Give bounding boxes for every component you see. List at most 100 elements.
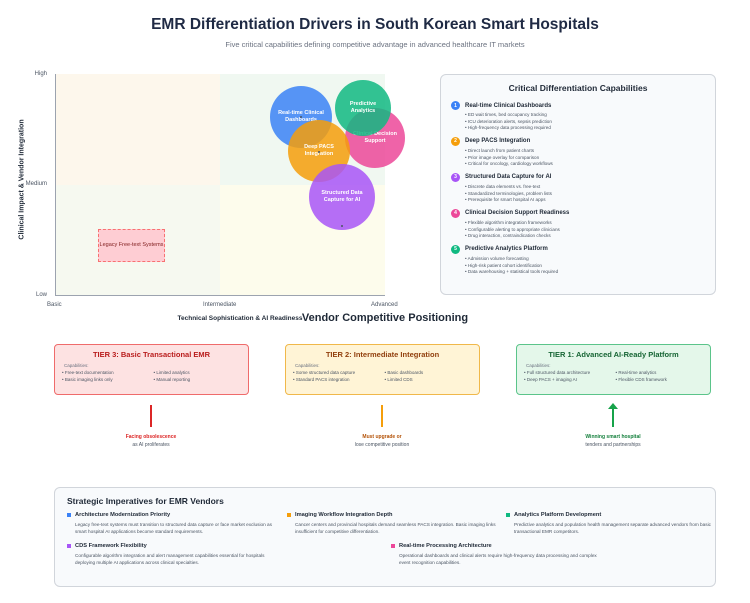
- capability-title: Deep PACS Integration: [465, 138, 531, 145]
- tier-capability: Manual reporting: [154, 377, 242, 384]
- bubble-structured-data-capture: Structured Data Capture for AI: [309, 164, 375, 230]
- capability-bullets: Discrete data elements vs. free-textStan…: [451, 184, 705, 204]
- capability-bullets: Flexible algorithm integration framework…: [451, 220, 705, 240]
- capability-title: Clinical Decision Support Readiness: [465, 210, 570, 217]
- point-marker: [318, 151, 320, 153]
- imperative-header: Architecture Modernization Priority: [67, 512, 282, 518]
- square-bullet-icon: [506, 513, 510, 517]
- up-arrow-icon: [608, 403, 618, 409]
- imperative-text: Operational dashboards and clinical aler…: [399, 553, 597, 566]
- tier-capability: Real-time analytics: [616, 370, 704, 377]
- tier-3-decline-line: [150, 405, 152, 427]
- imperative-header: Analytics Platform Development: [506, 512, 721, 518]
- square-bullet-icon: [67, 513, 71, 517]
- imperative-header: Real-time Processing Architecture: [391, 543, 606, 549]
- outcome-text: lose competitive position: [354, 441, 410, 448]
- imperative-header: CDS Framework Flexibility: [67, 543, 282, 549]
- square-bullet-icon: [67, 544, 71, 548]
- x-tick-basic: Basic: [47, 302, 62, 308]
- tier-capability: Standard PACS integration: [293, 377, 381, 384]
- legacy-systems-box: Legacy Free-text Systems: [98, 229, 165, 262]
- x-tick-advanced: Advanced: [371, 302, 398, 308]
- capability-number-badge: 4: [451, 208, 460, 218]
- point-marker: [341, 225, 343, 227]
- capability-bullet: Critical for oncology, cardiology workfl…: [465, 161, 705, 168]
- x-axis-label: Technical Sophistication & AI Readiness: [177, 315, 303, 322]
- capability-bullet: Prior image overlay for comparison: [465, 155, 705, 162]
- capability-number-badge: 5: [451, 244, 460, 254]
- capability-bullet: Discrete data elements vs. free-text: [465, 184, 705, 191]
- bubble-predictive-analytics: Predictive Analytics: [335, 80, 391, 136]
- outcome-text: as AI proliferates: [132, 441, 170, 448]
- capability-bullet: Flexible algorithm integration framework…: [465, 220, 705, 227]
- capabilities-title: Critical Differentiation Capabilities: [508, 83, 648, 93]
- tier-capability: Some structured data capture: [293, 370, 381, 377]
- tier-capabilities-label: Capabilities:: [526, 363, 551, 368]
- imperative-header: Imaging Workflow Integration Depth: [287, 512, 502, 518]
- tier-capability: Basic imaging links only: [62, 377, 150, 384]
- capability-bullet: ICU deterioration alerts, sepsis predict…: [465, 119, 705, 126]
- tier-2-card: TIER 2: Intermediate Integration Capabil…: [285, 344, 480, 395]
- capability-title: Predictive Analytics Platform: [465, 246, 548, 253]
- tier-title: TIER 1: Advanced AI-Ready Platform: [548, 350, 679, 359]
- tier-1-growth-line: [612, 407, 614, 427]
- outcome-title: Must upgrade or: [362, 434, 402, 440]
- tier-capabilities-grid: Full structured data architecture Real-t…: [524, 370, 703, 384]
- capability-bullets: Admission volume forecastingHigh-risk pa…: [451, 256, 705, 276]
- tier-capabilities-grid: Some structured data capture Basic dashb…: [293, 370, 472, 384]
- capability-bullet: Direct launch from patient charts: [465, 148, 705, 155]
- imperative-title: Architecture Modernization Priority: [75, 512, 171, 518]
- capability-title: Real-time Clinical Dashboards: [465, 102, 552, 109]
- capability-bullet: Admission volume forecasting: [465, 256, 705, 263]
- tier-capability: Basic dashboards: [385, 370, 473, 377]
- imperative-text: Cancer centers and provincial hospitals …: [295, 522, 496, 535]
- capability-bullets: Direct launch from patient chartsPrior i…: [451, 148, 705, 168]
- tier-2-upgrade-line: [381, 405, 383, 427]
- positioning-chart: High Medium Low Basic Intermediate Advan…: [26, 71, 405, 308]
- tier-capability: Limited analytics: [154, 370, 242, 377]
- outcome-title: Winning smart hospital: [585, 434, 641, 440]
- tier-title: TIER 3: Basic Transactional EMR: [92, 350, 211, 359]
- capability-bullet: Configurable alerting to appropriate cli…: [465, 227, 705, 234]
- capability-bullet: Standardized terminologies, problem list…: [465, 191, 705, 198]
- capability-item: 4 Clinical Decision Support ReadinessFlex…: [451, 208, 705, 240]
- tier-capability: Limited CDS: [385, 377, 473, 384]
- tier-3-outcome: Facing obsolescence as AI proliferates: [71, 434, 231, 449]
- tier-capability: Free-text documentation: [62, 370, 150, 377]
- imperative-text: Configurable algorithm integration and a…: [75, 553, 265, 566]
- imperative-text: Legacy free-text systems must transition…: [75, 522, 272, 535]
- capability-bullet: High-frequency data processing required: [465, 125, 705, 132]
- strategic-title: Strategic Imperatives for EMR Vendors: [67, 496, 224, 506]
- capability-header: 4 Clinical Decision Support Readiness: [451, 208, 705, 218]
- capability-number-badge: 2: [451, 136, 460, 146]
- x-axis-line: [55, 295, 385, 296]
- tier-capability: Flexible CDS framework: [616, 377, 704, 384]
- tier-2-outcome: Must upgrade or lose competitive positio…: [302, 434, 462, 449]
- y-tick-medium: Medium: [25, 181, 47, 187]
- y-tick-high: High: [34, 71, 47, 77]
- imperative-title: Imaging Workflow Integration Depth: [295, 512, 393, 518]
- tier-capability: Full structured data architecture: [524, 370, 612, 377]
- quadrant-top-left: [55, 74, 220, 185]
- capability-bullet: Data warehousing + statistical tools req…: [465, 269, 705, 276]
- capability-bullet: High-risk patient cohort identification: [465, 263, 705, 270]
- tier-1-outcome: Winning smart hospital tenders and partn…: [533, 434, 693, 449]
- capability-header: 2 Deep PACS Integration: [451, 136, 705, 146]
- tier-capabilities-grid: Free-text documentation Limited analytic…: [62, 370, 241, 384]
- capability-item: 2 Deep PACS IntegrationDirect launch from…: [451, 136, 705, 168]
- x-tick-intermediate: Intermediate: [203, 302, 237, 308]
- capability-header: 5 Predictive Analytics Platform: [451, 244, 705, 254]
- square-bullet-icon: [287, 513, 291, 517]
- tier-1-card: TIER 1: Advanced AI-Ready Platform Capab…: [516, 344, 711, 395]
- imperative-title: Real-time Processing Architecture: [399, 543, 492, 549]
- outcome-title: Facing obsolescence: [125, 434, 177, 440]
